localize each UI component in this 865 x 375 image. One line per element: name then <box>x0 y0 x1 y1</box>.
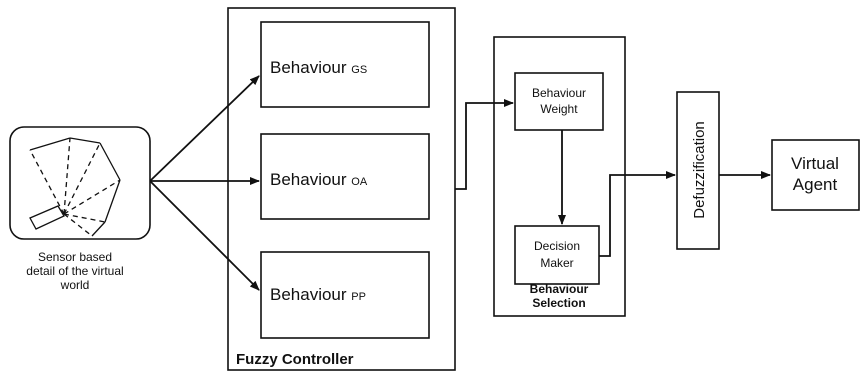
sensor-caption-line3: world <box>60 278 90 292</box>
sensor-frame <box>9 126 151 240</box>
connectors <box>149 75 771 291</box>
behaviour-selection-block: Behaviour Weight Decision Maker Behaviou… <box>493 36 626 317</box>
virtual-agent-box <box>771 139 860 211</box>
behaviour-pp-subscript: PP <box>351 291 366 303</box>
decision-maker-box <box>514 225 600 285</box>
behaviour-weight-line1: Behaviour <box>532 86 586 100</box>
sensor-block: Sensor based detail of the virtual world <box>9 126 151 292</box>
sensor-fan-icon <box>29 137 121 237</box>
sensor-caption-line2: detail of the virtual <box>26 264 123 278</box>
behaviour-oa-box <box>260 133 430 220</box>
behaviour-pp-box <box>260 251 430 339</box>
behaviour-oa-subscript: OA <box>351 176 368 188</box>
behaviour-weight-box <box>514 72 604 131</box>
virtual-agent-line2: Agent <box>793 175 838 194</box>
behaviour-weight-line2: Weight <box>540 102 578 116</box>
behaviour-gs-label: Behaviour GS <box>270 58 367 77</box>
sensor-caption-line1: Sensor based <box>38 250 112 264</box>
defuzzification-block: Defuzzification <box>676 91 720 250</box>
fuzzy-controller-block: Behaviour GS Behaviour OA Behaviour PP F… <box>227 7 456 371</box>
defuzzification-box <box>676 91 720 250</box>
arrow-controller-to-weight <box>455 99 514 190</box>
arrow-sensor-to-pp <box>149 180 260 291</box>
decision-maker-line1: Decision <box>534 239 580 253</box>
fuzzy-controller-label: Fuzzy Controller <box>236 351 354 368</box>
arrow-sensor-to-gs <box>149 75 260 182</box>
defuzzification-label: Defuzzification <box>691 121 708 219</box>
decision-maker-line2: Maker <box>540 256 573 270</box>
behaviour-gs-box <box>260 21 430 108</box>
virtual-agent-block: Virtual Agent <box>771 139 860 211</box>
arrow-decision-to-defuzz <box>599 171 676 257</box>
behaviour-selection-label-line2: Selection <box>532 296 585 310</box>
behaviour-gs-subscript: GS <box>351 64 367 76</box>
behaviour-selection-label-line1: Behaviour <box>530 282 589 296</box>
virtual-agent-line1: Virtual <box>791 154 839 173</box>
behaviour-pp-label: Behaviour PP <box>270 285 366 304</box>
behaviour-oa-label: Behaviour OA <box>270 170 368 189</box>
